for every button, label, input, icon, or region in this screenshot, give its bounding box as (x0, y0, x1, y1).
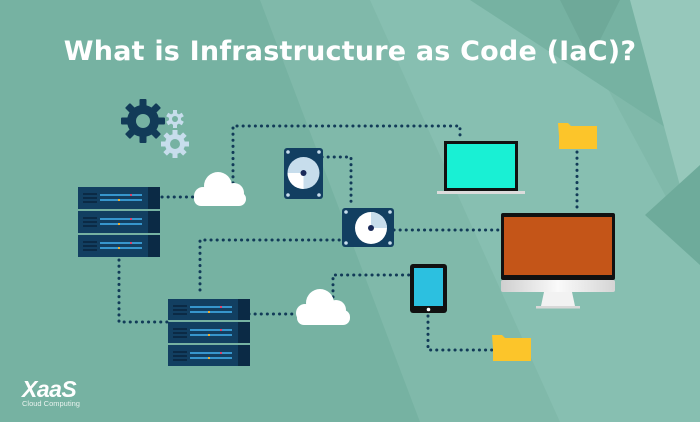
folder-bottom-icon (492, 335, 531, 361)
server-rack-bottom-icon (168, 299, 250, 366)
hard-disk-middle-icon (342, 208, 394, 247)
brand-logo: XaaS Cloud Computing (22, 376, 80, 409)
desktop-monitor-icon (501, 213, 615, 309)
connection-lines (117, 124, 579, 352)
page-title: What is Infrastructure as Code (IaC)? (63, 36, 637, 67)
cloud-bottom-icon (296, 289, 350, 325)
laptop-icon (437, 141, 525, 194)
logo-brand-name: XaaS (22, 376, 77, 402)
hard-disk-top-icon (284, 148, 323, 199)
tablet-icon (410, 264, 447, 313)
gears-icon (121, 99, 189, 158)
logo-tagline: Cloud Computing (22, 399, 80, 408)
server-rack-top-icon (78, 187, 160, 257)
cloud-top-icon (194, 172, 246, 206)
folder-top-icon (558, 123, 597, 149)
background-shapes (260, 0, 700, 422)
